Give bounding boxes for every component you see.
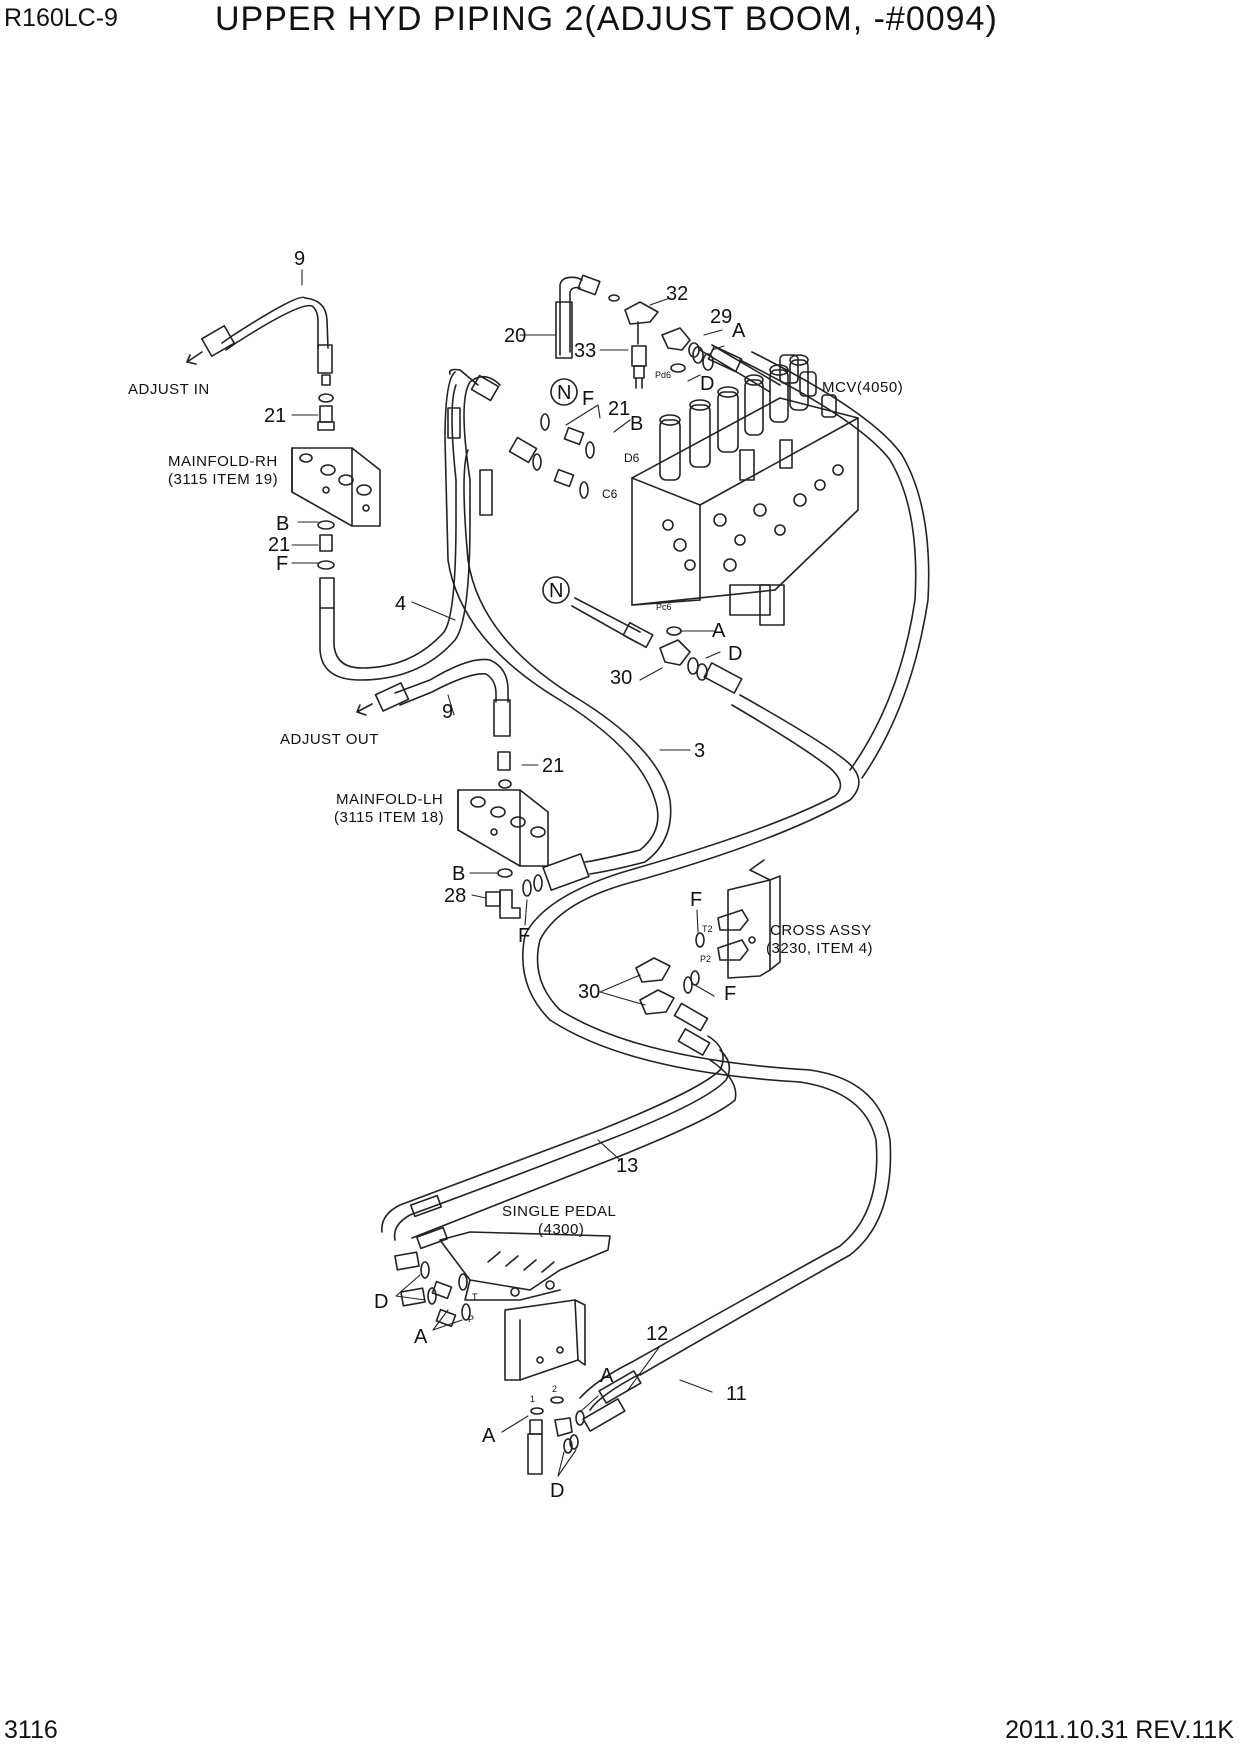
port-p2: P2 (700, 954, 711, 964)
callout-13: 13 (616, 1155, 638, 1177)
callout-20: 20 (504, 325, 526, 347)
component-labels: ADJUST IN MAINFOLD-RH (3115 ITEM 19) ADJ… (128, 379, 903, 1238)
letter-d-4: D (550, 1480, 564, 1502)
letter-n-1: N (557, 382, 571, 404)
callout-30-upper: 30 (610, 667, 632, 689)
hose-9-adjust-out (356, 658, 511, 737)
label-single-pedal-ref: (4300) (538, 1221, 584, 1238)
label-adjust-out: ADJUST OUT (280, 731, 379, 748)
node-n-lower (542, 576, 570, 604)
letter-a-4: A (600, 1365, 614, 1387)
letter-a-3: A (414, 1326, 428, 1348)
port-pc6: Pc6 (656, 602, 672, 612)
letter-b-2: B (276, 513, 289, 535)
letter-f-5: F (724, 983, 736, 1005)
callout-12: 12 (646, 1323, 668, 1345)
mcv-top-valves (699, 344, 837, 418)
callout-numbers: 9 21 20 32 33 29 21 21 4 9 21 3 30 28 30… (264, 248, 747, 1405)
label-mainfold-rh: MAINFOLD-RH (168, 453, 278, 470)
hose-20 (555, 274, 620, 359)
mainfold-rh-block (291, 447, 381, 527)
letter-d-2: D (728, 643, 742, 665)
port-1: 1 (530, 1394, 535, 1404)
port-t: T (472, 1292, 478, 1302)
callout-21-b: 21 (608, 398, 630, 420)
letter-f-2: F (276, 553, 288, 575)
fitting-32-tee (624, 301, 659, 345)
long-hoses-right (522, 351, 930, 1083)
port-pd6: Pd6 (655, 370, 671, 380)
letter-n-2: N (549, 580, 563, 602)
fitting-30-upper (659, 639, 743, 694)
callout-21-a: 21 (264, 405, 286, 427)
cross-assy-bracket (690, 859, 781, 986)
callout-9-upper: 9 (294, 248, 305, 270)
letter-a-5: A (482, 1425, 496, 1447)
fitting-21-upper (317, 405, 335, 431)
pedal-fittings (394, 1251, 471, 1328)
label-mainfold-lh: MAINFOLD-LH (336, 791, 443, 808)
revision-date: 2011.10.31 REV.11K (1005, 1716, 1234, 1744)
letter-b-1: B (630, 413, 643, 435)
mcv-pd6-seals (692, 345, 743, 373)
port-markings: Pd6 D6 C6 Pc6 T2 P2 T P 1 2 (468, 370, 713, 1404)
page-number: 3116 (4, 1716, 58, 1744)
hose-n-pc6 (571, 597, 682, 649)
label-single-pedal: SINGLE PEDAL (502, 1203, 616, 1220)
fittings-mcv-left (553, 426, 595, 499)
mcv-valve-body (631, 354, 859, 626)
callout-4: 4 (395, 593, 406, 615)
port-t2: T2 (702, 924, 713, 934)
callout-3: 3 (694, 740, 705, 762)
hose-13 (381, 1035, 737, 1250)
callout-33: 33 (574, 340, 596, 362)
hose-top-left-fittings (448, 368, 550, 471)
label-mainfold-lh-ref: (3115 ITEM 18) (334, 809, 444, 826)
port-c6: C6 (602, 487, 618, 501)
callout-21-c: 21 (268, 534, 290, 556)
fitting-21-lower (497, 751, 512, 789)
letter-a-1: A (732, 320, 746, 342)
fitting-29 (661, 327, 700, 373)
label-mainfold-rh-ref: (3115 ITEM 19) (168, 471, 278, 488)
hose-11-12 (579, 1069, 892, 1432)
fitting-30-lower (635, 957, 711, 1056)
single-pedal-body (439, 1231, 611, 1381)
mainfold-lh-block (457, 789, 549, 867)
leader-lines (291, 269, 725, 1477)
hose-3 (444, 371, 672, 875)
fittings-below-rh (317, 520, 335, 609)
sensor-33 (631, 345, 647, 389)
fittings-below-lh (485, 853, 590, 919)
pedal-bottom-fittings (527, 1396, 585, 1475)
node-n-upper (550, 378, 578, 406)
hose-4 (319, 479, 471, 681)
label-adjust-in: ADJUST IN (128, 381, 210, 398)
letter-d-3: D (374, 1291, 388, 1313)
letter-f-1: F (582, 388, 594, 410)
callout-11: 11 (726, 1383, 747, 1405)
port-p: P (468, 1314, 474, 1324)
port-d6: D6 (624, 451, 640, 465)
letter-f-3: F (518, 925, 530, 947)
page-title: UPPER HYD PIPING 2(ADJUST BOOM, -#0094) (215, 0, 998, 38)
callout-21-d: 21 (542, 755, 564, 777)
callout-28: 28 (444, 885, 466, 907)
port-2: 2 (552, 1384, 557, 1394)
label-mcv: MCV(4050) (822, 379, 903, 396)
callout-30-lower: 30 (578, 981, 600, 1003)
letter-a-2: A (712, 620, 726, 642)
model-number: R160LC-9 (4, 4, 118, 32)
label-cross-assy: CROSS ASSY (770, 922, 872, 939)
label-cross-assy-ref: (3230, ITEM 4) (766, 940, 873, 957)
letter-d-1: D (700, 373, 714, 395)
callout-32: 32 (666, 283, 688, 305)
port-letters: A D F B B F A D B F F F D A A A D N N (276, 320, 746, 1502)
callout-29: 29 (710, 306, 732, 328)
letter-f-4: F (690, 889, 702, 911)
letter-b-3: B (452, 863, 465, 885)
hose-9-adjust-in (186, 296, 334, 403)
callout-9-lower: 9 (442, 701, 453, 723)
